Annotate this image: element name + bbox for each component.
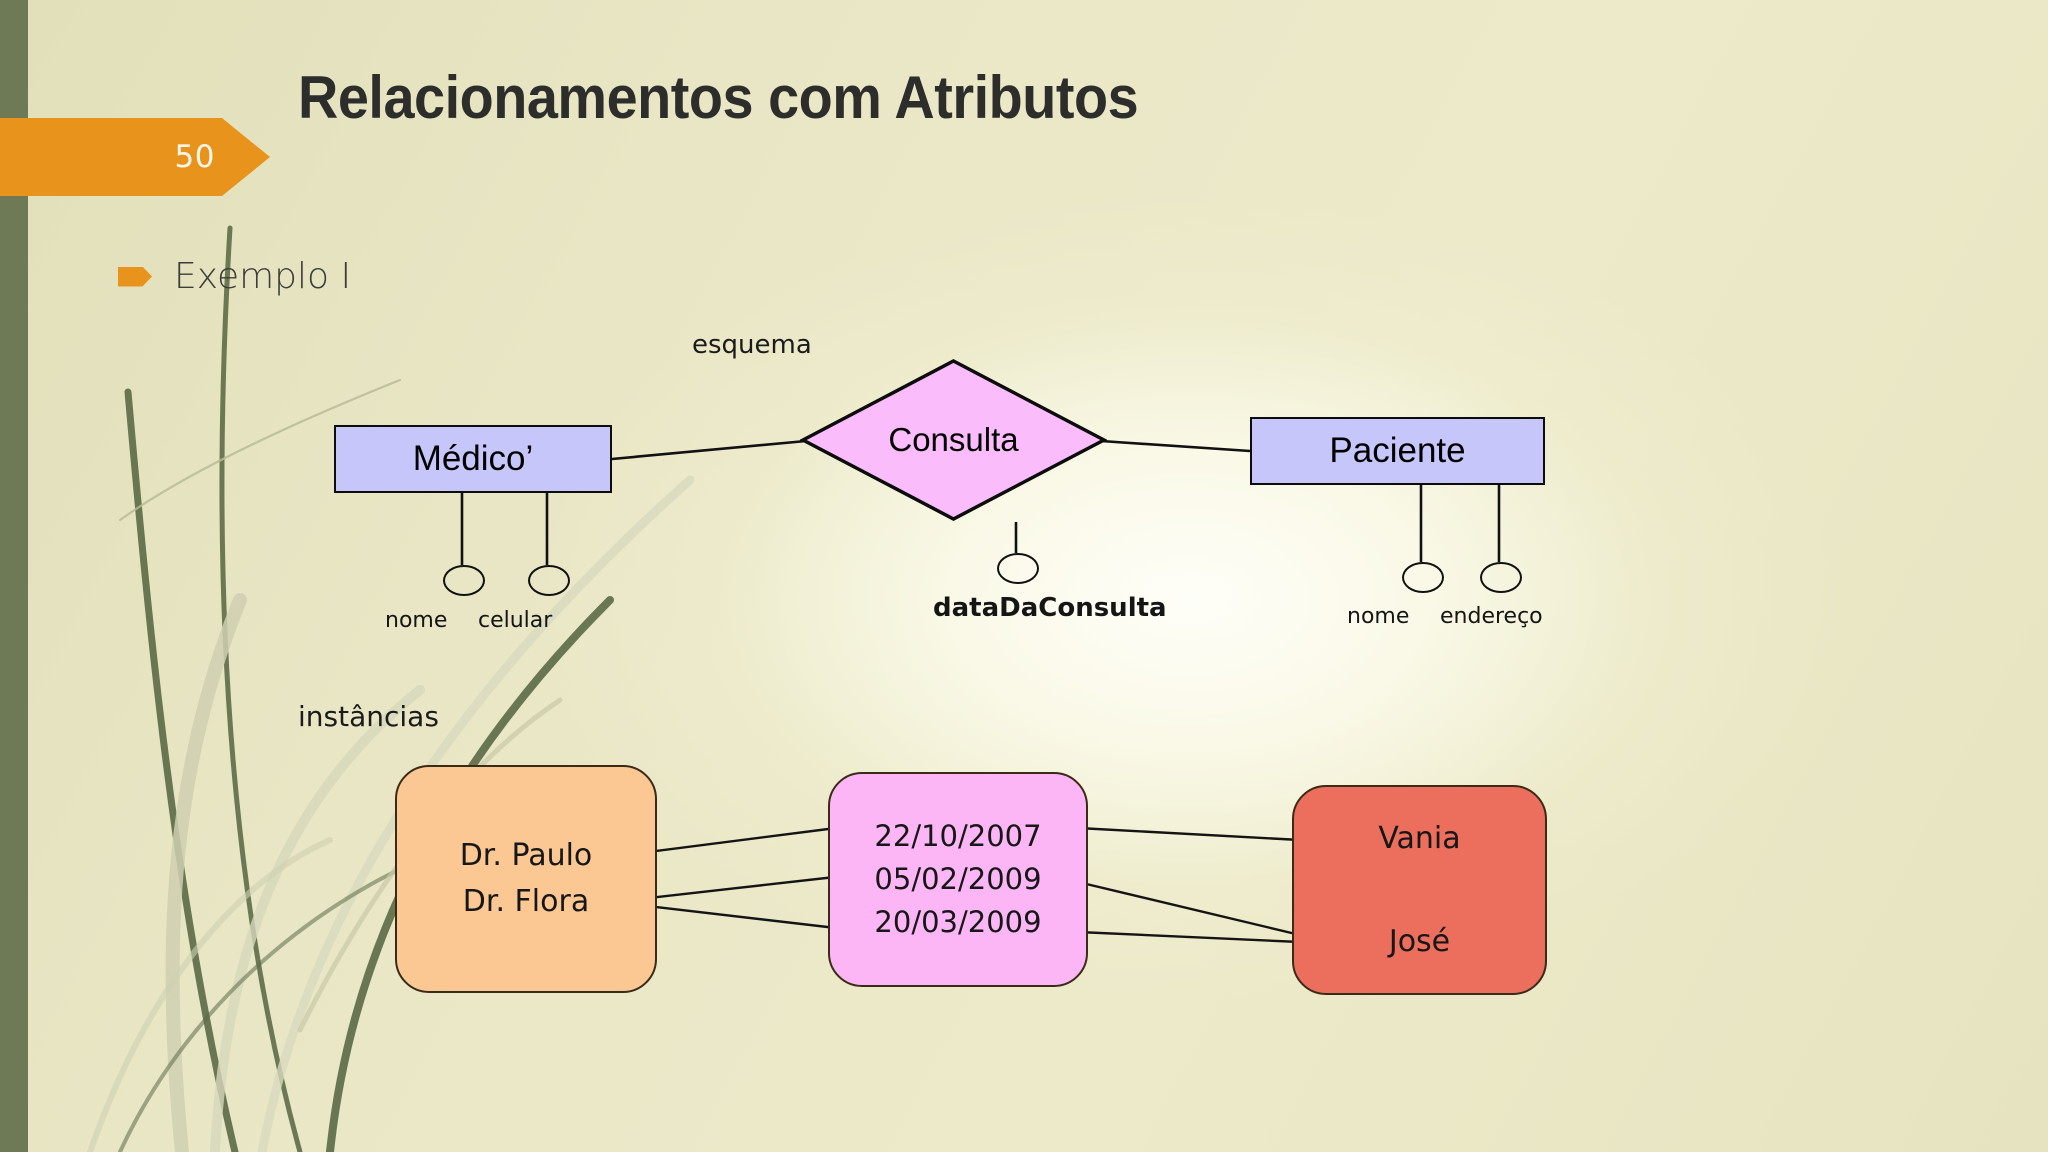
attribute-label-nome-medico: nome — [385, 608, 448, 633]
attribute-ellipse-celular — [528, 565, 570, 596]
entity-paciente: Paciente — [1250, 417, 1545, 485]
diamond-shape — [800, 359, 1107, 521]
instance-value: 22/10/2007 — [874, 819, 1042, 854]
instance-value: 20/03/2009 — [874, 904, 1042, 939]
instance-value: Vania — [1378, 820, 1461, 856]
attribute-label-endereco: endereço — [1440, 604, 1543, 629]
attribute-ellipse-endereco — [1480, 562, 1522, 593]
relationship-consulta-label: Consulta — [888, 421, 1019, 458]
attribute-ellipse-nome-paciente — [1402, 562, 1444, 593]
entity-paciente-label: Paciente — [1329, 431, 1466, 470]
relationship-consulta: Consulta — [800, 358, 1107, 522]
attribute-label-datadaconsulta: dataDaConsulta — [933, 593, 1167, 623]
instance-value: 05/02/2009 — [874, 862, 1042, 897]
page-title: Relacionamentos com Atributos — [298, 64, 1139, 131]
attribute-label-nome-paciente: nome — [1347, 604, 1410, 629]
slide-number: 50 — [174, 139, 215, 175]
instance-value: Dr. Paulo — [459, 838, 593, 874]
instances-caption: instâncias — [298, 700, 439, 733]
arrow-bullet-icon — [118, 266, 152, 287]
instance-panel-medicos: Dr. Paulo Dr. Flora — [395, 765, 657, 993]
attribute-ellipse-datadaconsulta — [997, 553, 1039, 584]
slide-number-badge: 50 — [0, 118, 270, 196]
schema-caption: esquema — [692, 330, 812, 360]
entity-medico-label: Médico’ — [412, 439, 534, 478]
bullet-item-exemplo: Exemplo I — [118, 256, 351, 297]
attribute-ellipse-nome-medico — [443, 565, 485, 596]
instance-value: Dr. Flora — [462, 884, 590, 919]
badge-arrow-shape — [0, 118, 270, 196]
instance-panel-pacientes: Vania José — [1292, 785, 1547, 995]
entity-medico: Médico’ — [334, 425, 612, 493]
attribute-label-celular: celular — [478, 608, 553, 633]
instance-panel-datas: 22/10/2007 05/02/2009 20/03/2009 — [828, 772, 1088, 987]
bullet-item-label: Exemplo I — [174, 256, 352, 297]
instance-value: José — [1388, 923, 1451, 959]
